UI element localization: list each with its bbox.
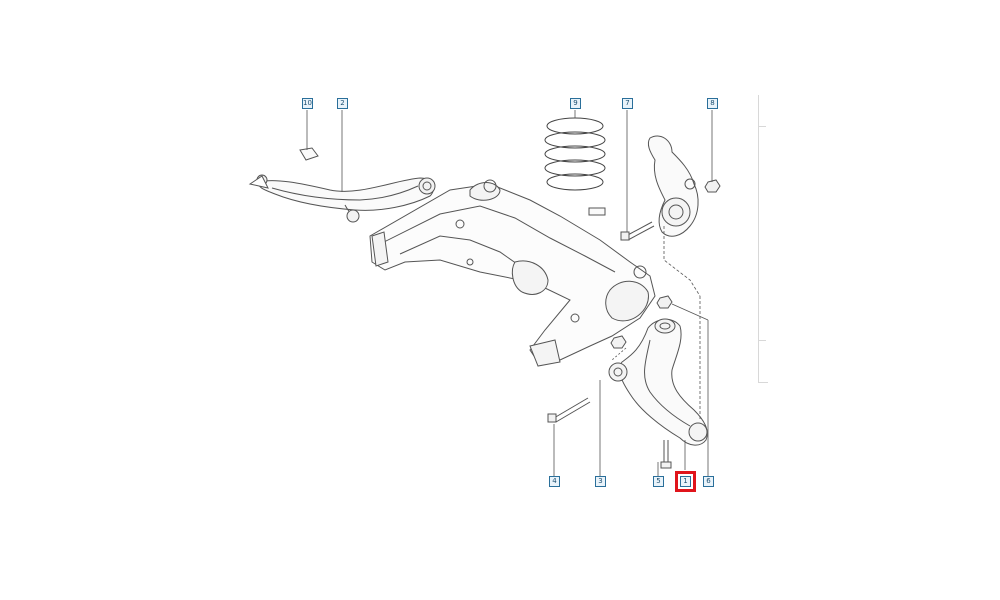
callout-4[interactable]: 4: [549, 476, 560, 487]
upper-control-arm[interactable]: [248, 174, 436, 223]
clip-part-10[interactable]: [299, 147, 319, 161]
callout-1-selected[interactable]: 1: [675, 471, 696, 492]
nut-part-8[interactable]: [704, 179, 721, 193]
subframe[interactable]: [369, 179, 656, 367]
frame-line-bottom: [758, 382, 768, 383]
steering-knuckle[interactable]: [647, 135, 699, 237]
bolt-part-7[interactable]: [620, 221, 655, 241]
nut-part-3[interactable]: [610, 335, 627, 349]
frame-line-tick-1: [758, 126, 766, 127]
callout-2[interactable]: 2: [337, 98, 348, 109]
bolt-part-5[interactable]: [660, 440, 672, 469]
bolt-part-4[interactable]: [547, 397, 591, 423]
callout-3[interactable]: 3: [595, 476, 606, 487]
coil-spring[interactable]: [544, 117, 606, 191]
frame-line-tick-2: [758, 340, 766, 341]
lower-control-arm[interactable]: [608, 318, 708, 446]
callout-9[interactable]: 9: [570, 98, 581, 109]
callout-7[interactable]: 7: [622, 98, 633, 109]
leader-lines: [306, 110, 713, 476]
nut-part-6[interactable]: [656, 295, 673, 309]
callout-5[interactable]: 5: [653, 476, 664, 487]
spring-seat[interactable]: [588, 207, 606, 216]
callout-10[interactable]: 10: [302, 98, 313, 109]
callout-8[interactable]: 8: [707, 98, 718, 109]
frame-line-vertical: [758, 95, 759, 383]
callout-6[interactable]: 6: [703, 476, 714, 487]
